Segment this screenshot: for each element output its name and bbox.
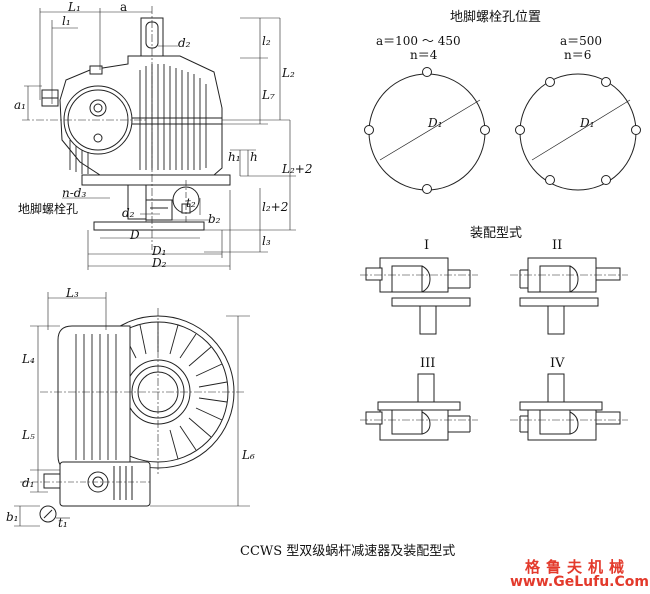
dim-D2: D₂ — [152, 256, 167, 270]
dim-d2-lower: d₂ — [122, 206, 135, 220]
dim-L3: L₃ — [66, 286, 79, 300]
dim-L4: L₄ — [22, 352, 35, 366]
figure-caption: CCWS 型双级蜗杆减速器及装配型式 — [240, 544, 456, 559]
dim-d2: d₂ — [178, 36, 191, 50]
dim-t2: t₂ — [186, 196, 196, 210]
assembly-label-1: I — [424, 238, 430, 253]
assembly-type-2 — [510, 257, 628, 335]
assembly-label-2: II — [552, 238, 563, 253]
dim-l2: l₂ — [262, 34, 271, 48]
dim-L5: L₅ — [22, 428, 35, 442]
assembly-label-3: III — [420, 356, 436, 371]
side-view-reducer — [20, 308, 246, 523]
dim-L1: L₁ — [68, 0, 81, 14]
dim-a: a — [120, 0, 128, 14]
assembly-type-3 — [360, 373, 478, 441]
dim-L6: L₆ — [242, 448, 255, 462]
watermark-url: www.GeLufu.Com — [510, 574, 649, 590]
dim-b2: b₂ — [208, 212, 221, 226]
dim-l3: l₃ — [262, 234, 271, 248]
dim-L2p2: L₂+2 — [282, 162, 313, 176]
assembly-type-4 — [510, 373, 628, 441]
bolt-right-a: a＝500 — [560, 34, 603, 48]
bolt-positions-title: 地脚螺栓孔位置 — [450, 10, 542, 25]
front-view-reducer — [22, 6, 231, 250]
dim-l2p2: l₂+2 — [262, 200, 289, 214]
bolt-circle-n4 — [364, 67, 490, 194]
dim-h1: h₁ — [228, 150, 241, 164]
dim-a1: a₁ — [14, 98, 26, 112]
bolt-left-D1: D₁ — [428, 116, 443, 130]
bolt-left-n: n＝4 — [410, 48, 438, 62]
dim-d1: d₁ — [22, 476, 35, 490]
dim-b1: b₁ — [6, 510, 19, 524]
assembly-title: 装配型式 — [470, 226, 523, 241]
bolt-left-a: a＝100 ～ 450 — [376, 34, 461, 48]
dim-L7: L₇ — [262, 88, 275, 102]
dim-D1: D₁ — [152, 244, 167, 258]
bolt-hole-label: 地脚螺栓孔 — [18, 202, 79, 216]
watermark-cn: 格鲁夫机械 — [525, 558, 631, 576]
bolt-right-D1: D₁ — [580, 116, 595, 130]
bolt-right-n: n＝6 — [564, 48, 592, 62]
assembly-type-1 — [360, 257, 478, 335]
assembly-label-4: IV — [550, 356, 565, 371]
dim-nd3: n-d₃ — [62, 186, 87, 200]
dim-l1: l₁ — [62, 14, 71, 28]
dim-D: D — [130, 228, 140, 242]
bolt-circle-n6 — [515, 73, 641, 191]
dim-L2: L₂ — [282, 66, 295, 80]
dim-h: h — [250, 150, 258, 164]
dim-t1: t₁ — [58, 516, 68, 530]
